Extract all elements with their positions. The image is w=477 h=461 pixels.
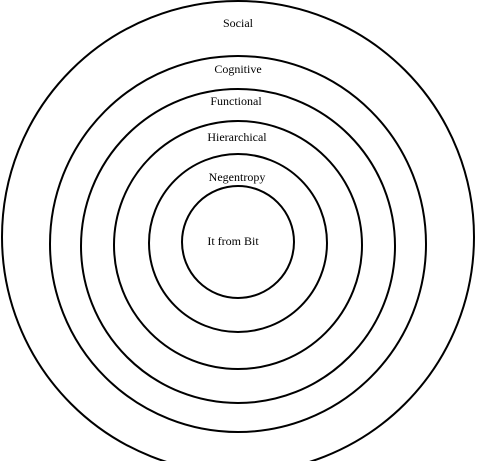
label-functional: Functional: [210, 94, 262, 108]
ring-negentropy: [148, 153, 328, 333]
ring-cognitive: [49, 55, 427, 433]
ring-functional: [80, 88, 396, 404]
label-cognitive: Cognitive: [214, 62, 261, 76]
label-hierarchical: Hierarchical: [207, 130, 267, 144]
label-social: Social: [223, 16, 254, 30]
ring-it-from-bit: [181, 185, 295, 299]
label-negentropy: Negentropy: [209, 170, 266, 184]
label-it-from-bit: It from Bit: [207, 234, 259, 248]
ring-hierarchical: [113, 120, 363, 370]
